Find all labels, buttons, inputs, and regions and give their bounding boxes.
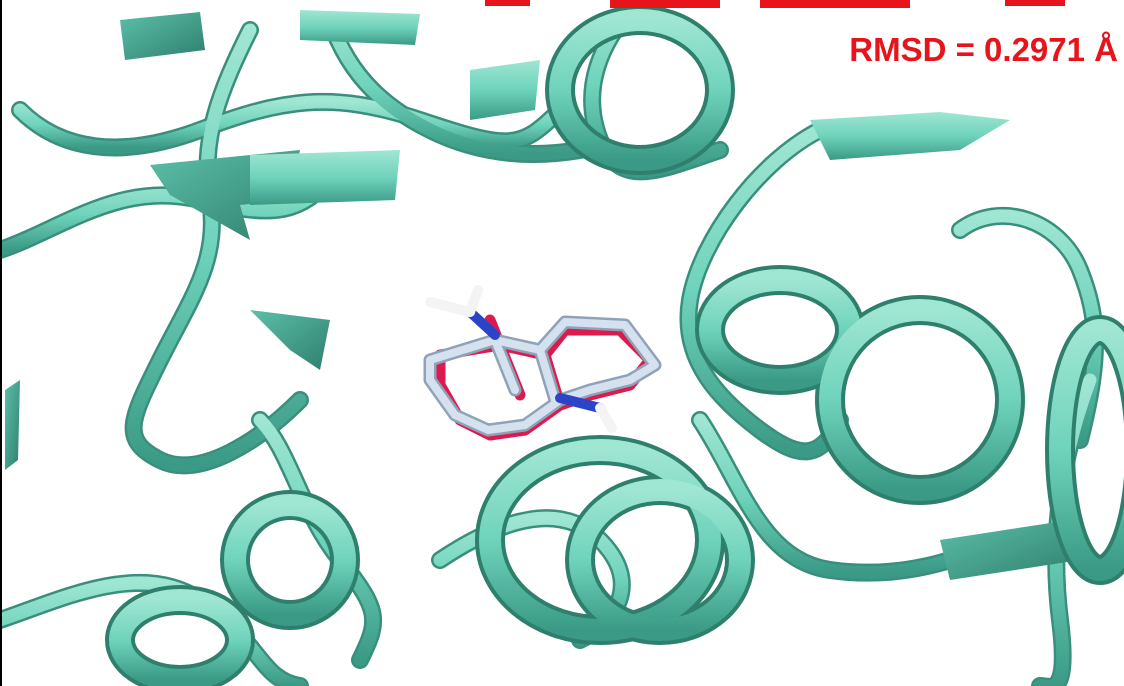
cropped-title-strip xyxy=(485,0,1065,8)
frame-border xyxy=(0,0,2,686)
ligand-docked-pose xyxy=(423,285,662,437)
protein-strands xyxy=(5,10,1080,580)
rmsd-annotation: RMSD = 0.2971 Å xyxy=(849,31,1118,68)
protein-helices xyxy=(105,5,1124,686)
ligand-overlay xyxy=(423,285,662,441)
